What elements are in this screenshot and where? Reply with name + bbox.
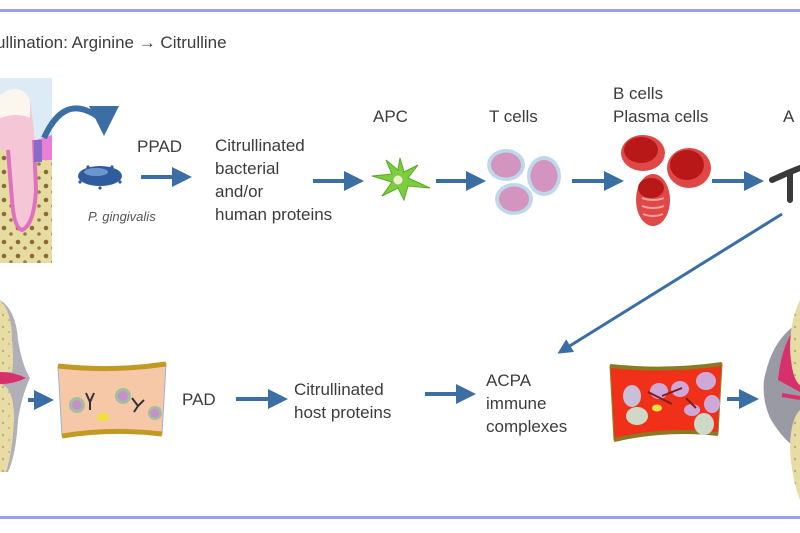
plasma-cells-label: Plasma cells [613, 107, 709, 126]
acpa-complexes-line2: immune [486, 394, 547, 413]
antibody-icon [769, 165, 800, 203]
b-cell-icon [621, 135, 711, 226]
inflamed-joint-icon [763, 300, 800, 500]
synovium-icon [57, 361, 167, 439]
apc-label: APC [373, 107, 408, 126]
ppad-label: PPAD [137, 137, 183, 156]
acpa-complexes-line3: complexes [486, 417, 568, 436]
citrullinated-proteins-label-line3: and/or [215, 182, 264, 201]
figure-title: ullination: Arginine → Citrulline [0, 33, 227, 52]
frame-top-border [0, 9, 800, 12]
citrullinated-proteins-label-line1: Citrullinated [215, 136, 305, 155]
antibody-label: A [783, 107, 795, 126]
tcells-label: T cells [489, 107, 538, 126]
citrullinated-host-proteins-line1: Citrullinated [294, 380, 384, 399]
joint-icon [0, 300, 30, 472]
citrullinated-proteins-label-line4: human proteins [215, 205, 333, 224]
arrow-antibody-to-complexes [557, 212, 783, 354]
frame-bottom-border [0, 516, 800, 519]
curved-arrow [41, 105, 119, 140]
citrullinated-proteins-label-line2: bacterial [215, 159, 280, 178]
apc-cell-icon [371, 157, 431, 202]
tooth-icon [0, 78, 52, 263]
inflamed-synovium-icon [609, 362, 723, 442]
bacterium-icon [78, 165, 122, 190]
t-cell-icon [487, 149, 561, 215]
citrullinated-host-proteins-line2: host proteins [294, 403, 392, 422]
bcells-label: B cells [613, 84, 664, 103]
acpa-complexes-line1: ACPA [486, 371, 532, 390]
bacterium-label: P. gingivalis [88, 209, 156, 224]
pad-label: PAD [182, 390, 216, 409]
